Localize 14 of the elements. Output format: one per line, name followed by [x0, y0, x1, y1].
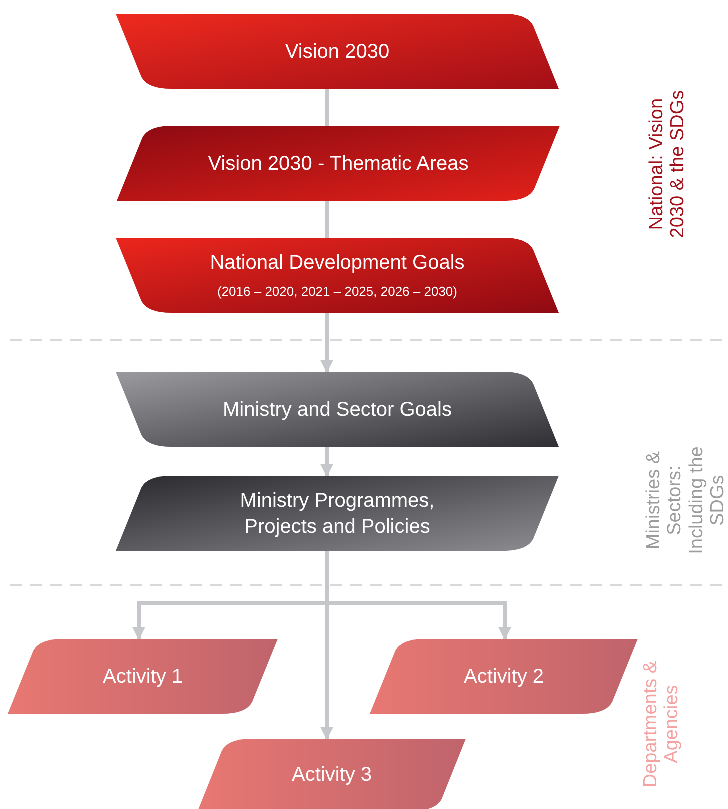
node-title: Activity 1 — [102, 664, 184, 690]
connector-arrow — [320, 313, 334, 374]
node-subtitle: (2016 – 2020, 2021 – 2025, 2026 – 2030) — [218, 284, 458, 301]
section-label: Ministries & Sectors: Including the SDGs — [643, 446, 728, 556]
node-title: Activity 2 — [464, 664, 544, 690]
section-label: Departments & Agencies — [640, 660, 684, 790]
node-title: Vision 2030 — [285, 40, 390, 64]
node-title: Ministry and Sector Goals — [223, 398, 452, 422]
node-title: Activity 3 — [292, 763, 372, 788]
node-title: Ministry Programmes, Projects and Policies — [239, 488, 436, 540]
node-title: National Development Goals — [210, 251, 465, 276]
node-title: Vision 2030 - Thematic Areas — [208, 152, 469, 176]
connector-arrow — [320, 447, 334, 478]
section-label: National: Vision 2030 & the SDGs — [646, 89, 690, 240]
